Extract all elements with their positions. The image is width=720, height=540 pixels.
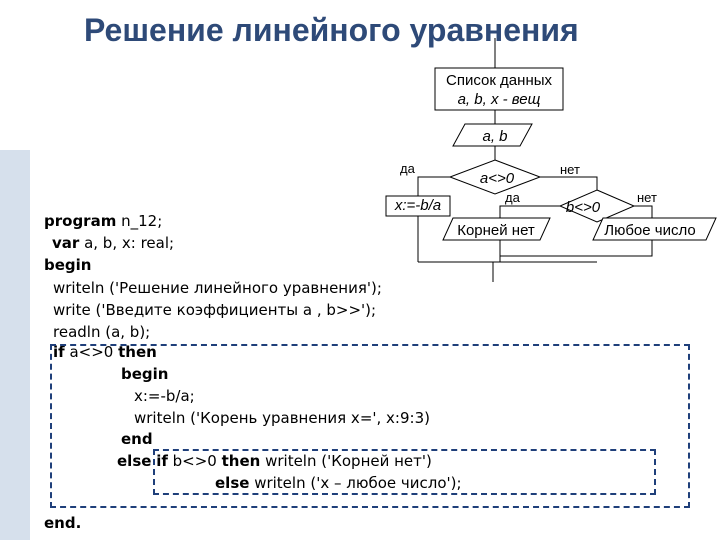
- code-keyword: program: [44, 212, 117, 230]
- code-text: a, b, x: real;: [79, 234, 175, 252]
- code-text: n_12;: [116, 212, 163, 230]
- code-line: if a<>0 then: [53, 343, 157, 361]
- cond2-yes-label: да: [505, 190, 521, 205]
- cond2-diamond: [558, 189, 636, 223]
- input-parallelogram: [452, 123, 533, 147]
- code-text: writeln ('Корней нет'): [260, 452, 432, 470]
- code-keyword: then: [221, 452, 261, 470]
- code-keyword: then: [118, 343, 157, 361]
- code-line: write ('Введите коэффициенты a , b>>');: [53, 301, 377, 319]
- cond1-diamond: [448, 159, 542, 195]
- output-any-number-label: Любое число: [604, 222, 696, 239]
- output-no-roots-label: Корней нет: [457, 222, 535, 239]
- cond1-yes-label: да: [400, 161, 416, 176]
- cond2-no-label: нет: [637, 190, 657, 205]
- code-line: writeln ('Решение линейного уравнения');: [53, 279, 382, 297]
- flow-line: [540, 176, 598, 190]
- code-line: var a, b, x: real;: [52, 234, 174, 252]
- code-line: writeln ('Корень уравнения x=', x:9:3): [134, 409, 430, 427]
- page-title: Решение линейного уравнения: [84, 12, 579, 48]
- flow-line: [634, 205, 653, 218]
- output-no-roots: [442, 217, 551, 241]
- code-keyword: if: [53, 343, 65, 361]
- if-block-frame: [50, 344, 690, 508]
- else-if-block-frame: [153, 449, 656, 495]
- code-keyword: if: [156, 452, 168, 470]
- output-any-number: [592, 217, 717, 241]
- flow-line: [499, 205, 560, 218]
- data-box-line1: Список данных: [446, 72, 553, 89]
- cond1-no-label: нет: [560, 162, 580, 177]
- cond2-label: b<>0: [566, 199, 601, 216]
- code-keyword: var: [52, 234, 80, 252]
- code-line: else writeln ('x – любое число');: [215, 474, 462, 492]
- data-box: [434, 67, 564, 111]
- flow-line: [417, 176, 450, 196]
- code-keyword: else: [117, 452, 152, 470]
- assign-label: x:=-b/a: [394, 197, 441, 214]
- code-text: writeln ('x – любое число');: [249, 474, 462, 492]
- code-text: a<>0: [64, 343, 119, 361]
- code-line: program n_12;: [44, 212, 162, 230]
- code-line: begin: [121, 365, 169, 383]
- cond1-label: a<>0: [480, 170, 515, 187]
- code-keyword: else: [215, 474, 250, 492]
- flow-line: [499, 240, 653, 262]
- left-accent-bar: [0, 150, 30, 540]
- code-line: end.: [44, 514, 82, 532]
- code-line: readln (a, b);: [53, 323, 151, 341]
- code-line: begin: [44, 256, 92, 274]
- code-line: x:=-b/a;: [134, 387, 195, 405]
- code-line: else if b<>0 then writeln ('Корней нет'): [117, 452, 432, 470]
- code-text: b<>0: [167, 452, 222, 470]
- data-box-line2: a, b, x - вещ: [458, 91, 541, 108]
- code-line: end: [121, 430, 153, 448]
- input-label: a, b: [482, 128, 507, 145]
